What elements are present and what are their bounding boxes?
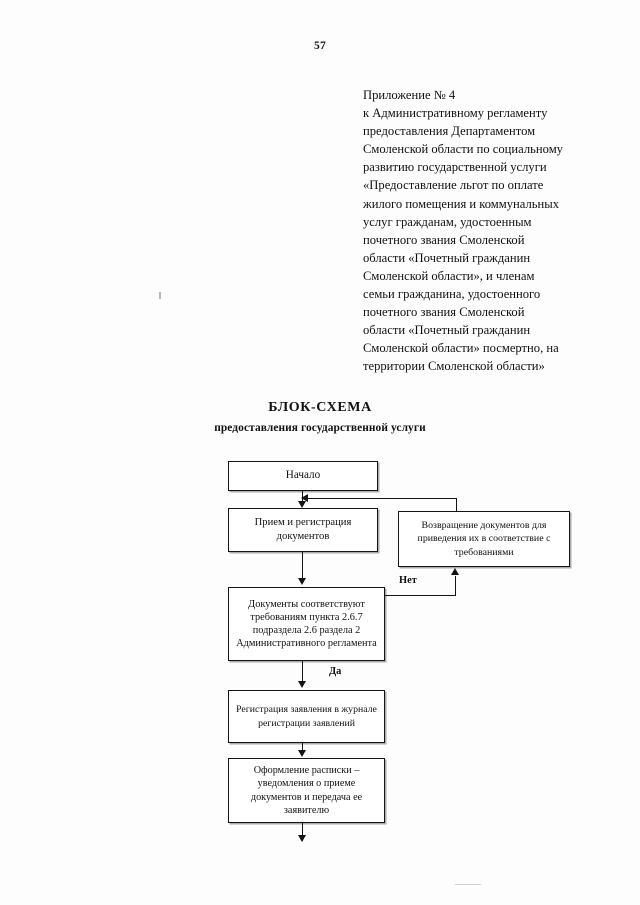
appendix-line: Смоленской области», и членам [363, 268, 535, 283]
page-number: 57 [314, 40, 326, 52]
appendix-line: Приложение № 4 [363, 88, 456, 102]
connector-return-riser [456, 498, 458, 512]
appendix-line: Смоленской области по социальному [363, 142, 563, 157]
scan-artifact [159, 292, 161, 299]
flowchart-title: БЛОК-СХЕМА предоставления государственно… [0, 400, 640, 434]
arrowhead-decision-no-to-return [451, 568, 459, 575]
connector-decision-yes-to-journal [302, 661, 304, 682]
flow-node-return-documents-label: Возвращение документов для приведения их… [417, 520, 551, 558]
appendix-reference-block: Приложение № 4 к Административному регла… [363, 86, 601, 376]
connector-intake-to-decision [302, 552, 304, 578]
connector-journal-to-receipt [302, 743, 304, 751]
appendix-line: жилого помещения и коммунальных [363, 196, 560, 211]
flow-node-start-label: Начало [285, 469, 321, 482]
appendix-line: предоставления Департаментом [363, 124, 536, 139]
flow-node-return-documents: Возвращение документов для приведения их… [398, 511, 570, 567]
arrowhead-start-to-intake [298, 501, 306, 508]
connector-decision-no-riser [455, 576, 457, 596]
connector-decision-no-horizontal [385, 595, 456, 597]
edge-label-no: Нет [399, 575, 417, 586]
appendix-line: области «Почетный гражданин [363, 250, 531, 265]
flow-node-decision: Документы соответствуют требованиям пунк… [228, 587, 385, 661]
arrowhead-receipt-outgoing [298, 835, 306, 842]
appendix-line: развитию государственной услуги [363, 160, 547, 175]
appendix-line: «Предоставление льгот по оплате [363, 178, 544, 193]
edge-label-yes: Да [329, 666, 342, 677]
connector-return-to-intake [308, 498, 457, 500]
flow-node-intake: Прием и регистрация документов [228, 508, 378, 552]
appendix-line: семьи гражданина, удостоенного [363, 287, 541, 302]
arrowhead-return-to-intake [301, 494, 308, 502]
flowchart-title-sub: предоставления государственной услуги [214, 422, 426, 434]
arrowhead-journal-to-receipt [298, 750, 306, 757]
flow-node-start: Начало [228, 461, 378, 491]
flow-node-journal-registration-label: Регистрация заявления в журнале регистра… [236, 704, 377, 729]
flow-node-decision-label: Документы соответствуют требованиям пунк… [236, 598, 377, 650]
connector-receipt-outgoing [302, 823, 304, 841]
appendix-line: почетного звания Смоленской [363, 232, 525, 247]
flow-node-receipt-label: Оформление расписки – уведомления о прие… [250, 764, 363, 816]
flow-node-intake-label: Прием и регистрация документов [254, 517, 352, 542]
arrowhead-decision-yes-to-journal [298, 681, 306, 688]
appendix-line: к Административному регламенту [363, 106, 548, 121]
flow-node-journal-registration: Регистрация заявления в журнале регистра… [228, 690, 385, 743]
flowchart-title-main: БЛОК-СХЕМА [268, 400, 372, 415]
scan-artifact [455, 884, 481, 885]
appendix-line: почетного звания Смоленской [363, 305, 525, 320]
appendix-line: Смоленской области» посмертно, на [363, 341, 559, 356]
appendix-line: территории Смоленской области» [363, 359, 545, 374]
flow-node-receipt: Оформление расписки – уведомления о прие… [228, 758, 385, 823]
arrowhead-intake-to-decision [298, 578, 306, 585]
appendix-line: услуг гражданам, удостоенным [363, 214, 532, 229]
appendix-line: области «Почетный гражданин [363, 323, 531, 338]
